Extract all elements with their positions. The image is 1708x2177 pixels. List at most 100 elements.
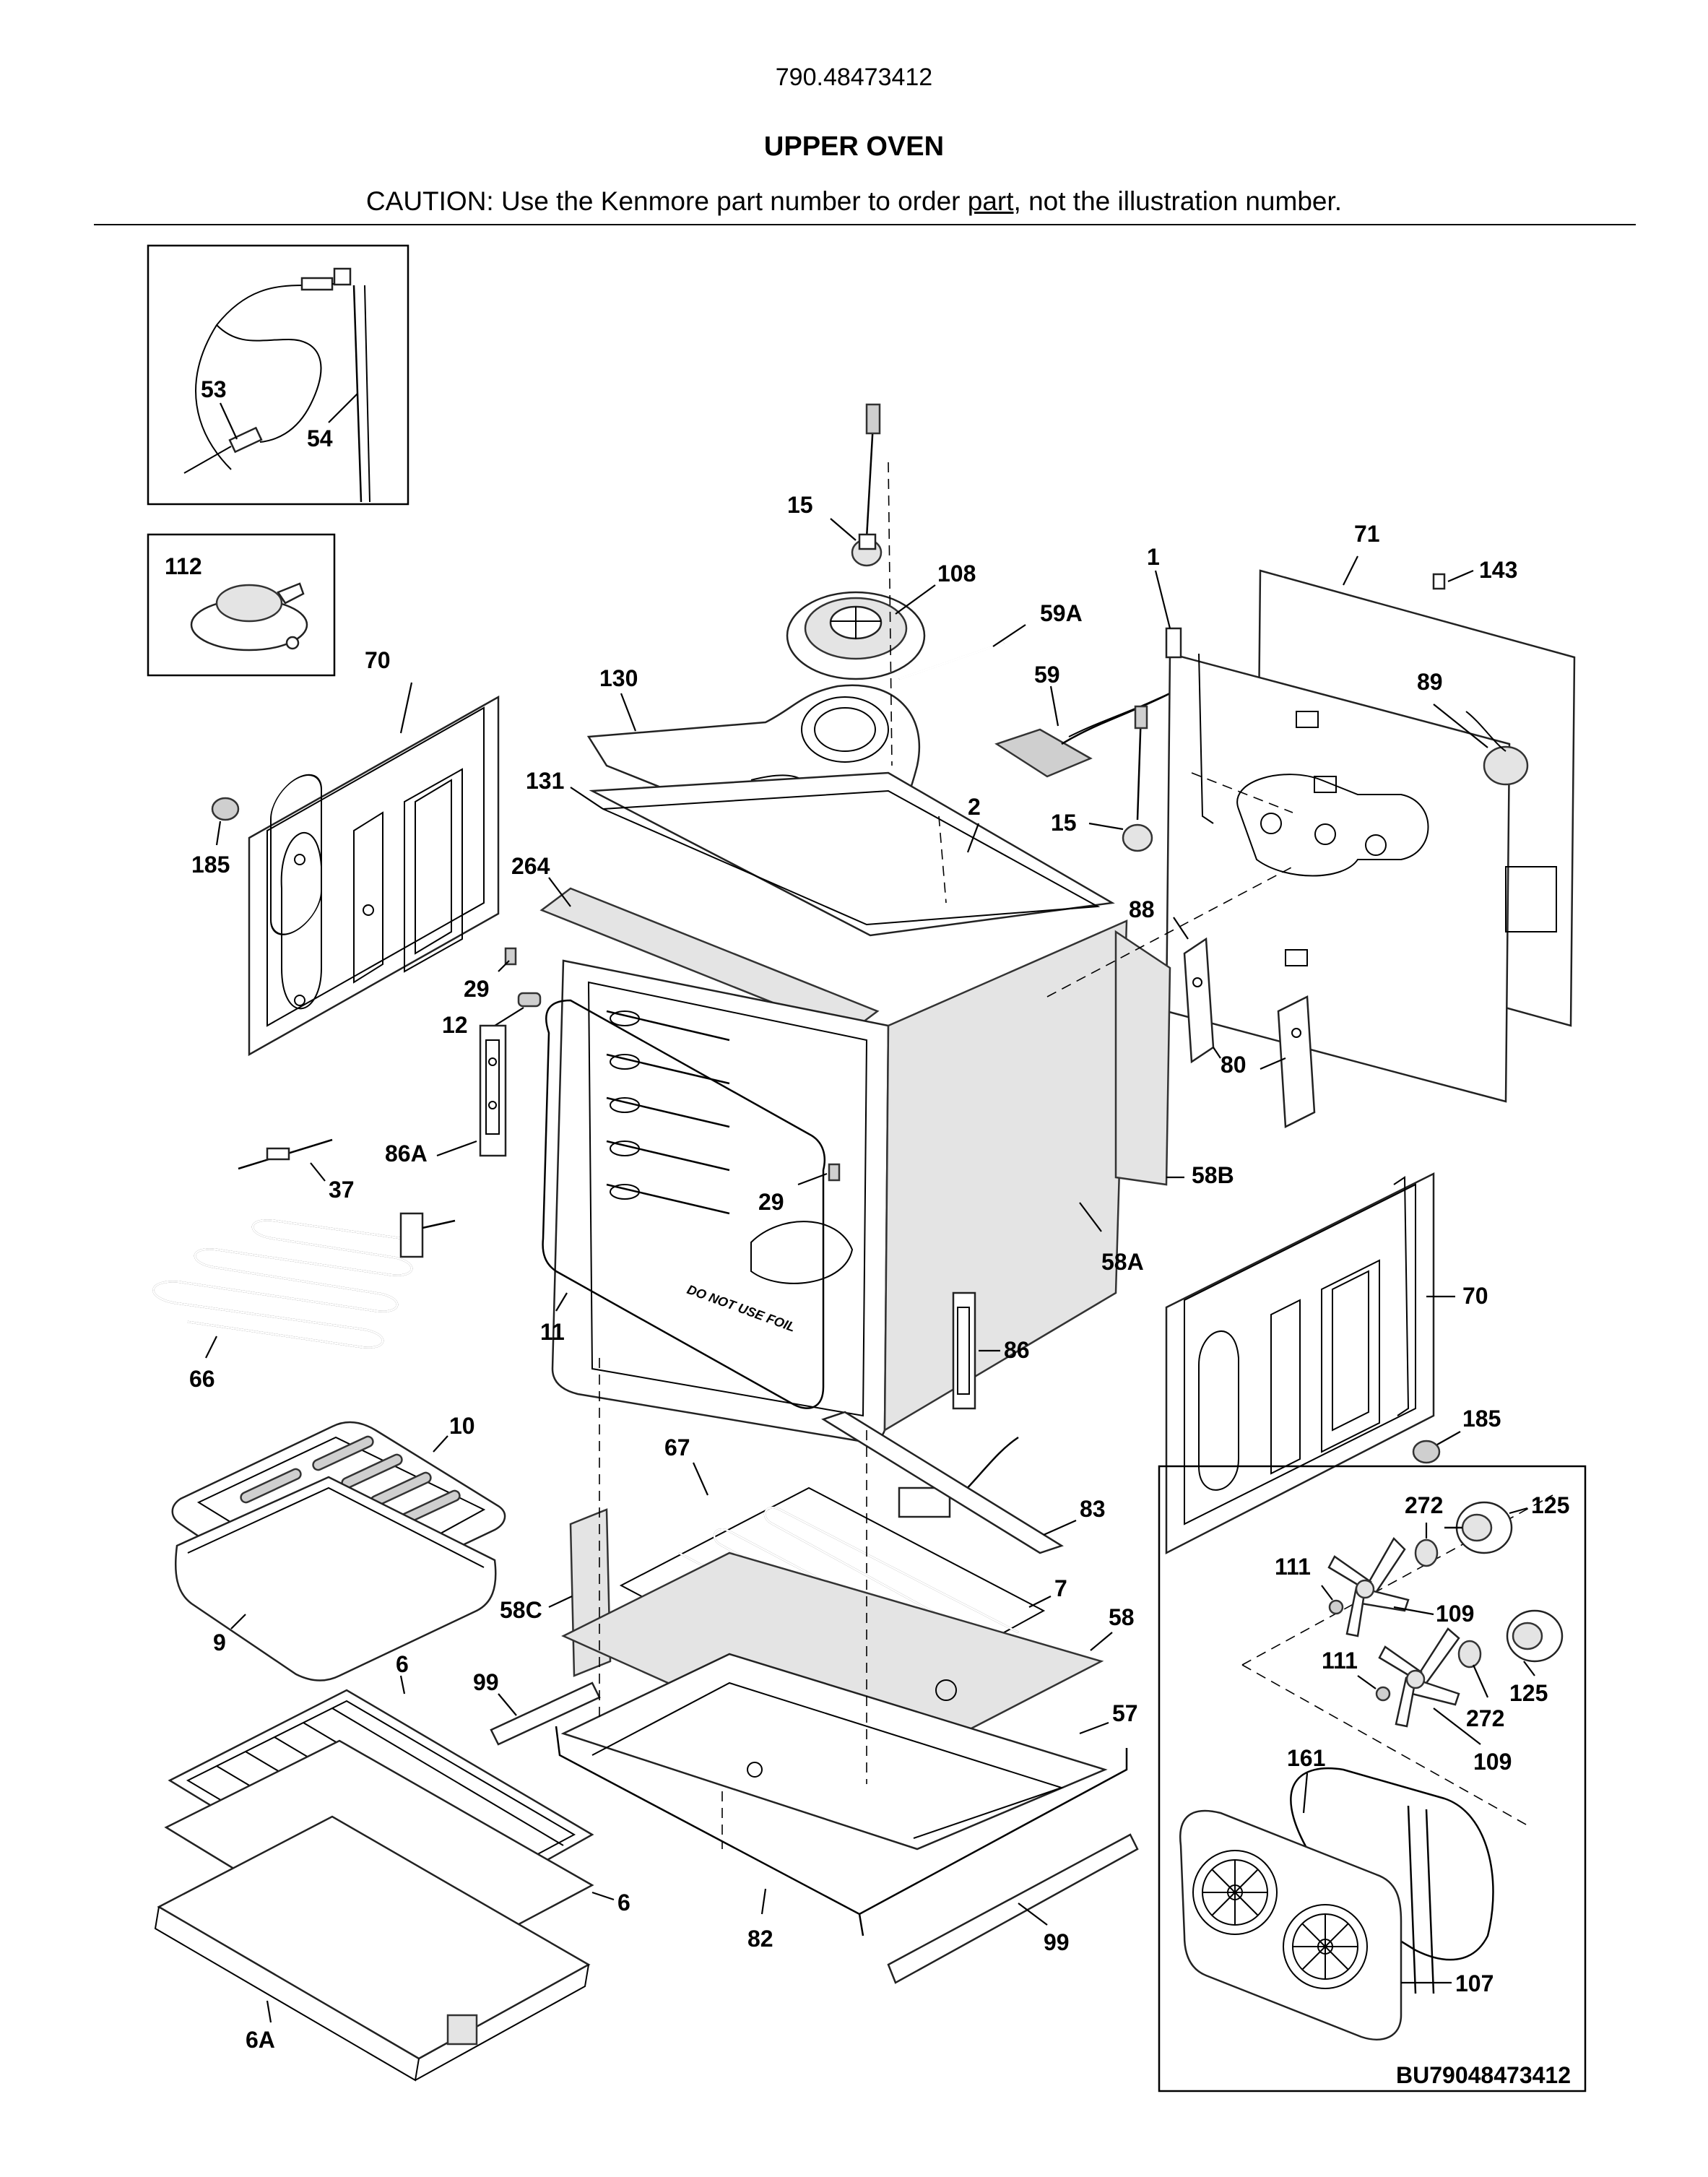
screw-29-upper	[504, 947, 517, 966]
callout-109-lower: 109	[1473, 1749, 1512, 1775]
hinge-86a	[479, 1024, 507, 1157]
back-panel-71	[1165, 569, 1576, 1103]
left-grommet	[211, 797, 240, 821]
callout-2: 2	[968, 794, 981, 820]
inset-probe-box	[147, 244, 409, 506]
bracket-1	[1165, 627, 1182, 659]
callout-15-top: 15	[787, 492, 813, 518]
screw-29-lower	[828, 1163, 841, 1182]
right-side-panel	[1165, 1172, 1435, 1555]
spacer-272-lower	[1457, 1640, 1482, 1669]
callout-88: 88	[1129, 896, 1155, 922]
caution-note: CAUTION: Use the Kenmore part number to …	[0, 186, 1708, 217]
callout-58a: 58A	[1101, 1249, 1144, 1275]
callout-29-lower: 29	[758, 1189, 784, 1215]
nut-111-upper	[1328, 1599, 1344, 1615]
alignment-lines	[599, 462, 1293, 1784]
callout-15-side: 15	[1051, 810, 1077, 836]
inset-convection-box	[1158, 1465, 1587, 2092]
callout-37: 37	[329, 1177, 355, 1203]
callout-272-lower: 272	[1466, 1705, 1504, 1731]
callout-86: 86	[1004, 1337, 1030, 1363]
callout-185-right: 185	[1462, 1406, 1501, 1432]
door-gasket-11	[542, 999, 826, 1409]
fan-blade-109-upper	[1327, 1536, 1410, 1637]
callout-29-upper: 29	[464, 976, 490, 1002]
callout-185-left: 185	[191, 852, 230, 878]
caution-part-link[interactable]: part	[967, 186, 1014, 216]
callout-111-upper: 111	[1275, 1554, 1311, 1580]
callout-111-lower: 111	[1322, 1648, 1358, 1674]
motor-89	[1465, 711, 1529, 786]
callout-53: 53	[201, 376, 227, 402]
nut-111-lower	[1375, 1686, 1391, 1702]
callout-82: 82	[747, 1926, 773, 1952]
slide-99-right	[887, 1833, 1139, 1984]
callout-125-lower: 125	[1509, 1680, 1548, 1706]
callout-125-upper: 125	[1531, 1492, 1569, 1518]
callout-66: 66	[189, 1366, 215, 1392]
blower-fan-108	[786, 591, 926, 680]
caution-suffix: , not the illustration number.	[1013, 186, 1343, 216]
callout-11: 11	[540, 1319, 565, 1345]
callout-131: 131	[526, 768, 564, 794]
rail-83	[821, 1411, 1064, 1554]
broil-element-66	[152, 1212, 456, 1349]
bottom-panel-57	[560, 1653, 1108, 1851]
callout-112: 112	[165, 553, 202, 579]
callout-10: 10	[449, 1413, 475, 1439]
broiler-pan-9	[174, 1476, 497, 1682]
oven-cavity-body: DO NOT USE FOIL	[551, 919, 1128, 1444]
model-number: 790.48473412	[775, 64, 933, 91]
bracket-80	[1277, 995, 1316, 1128]
callout-272-upper: 272	[1405, 1492, 1443, 1518]
diagram-code: BU79048473412	[1396, 2062, 1571, 2088]
callout-58: 58	[1109, 1604, 1135, 1630]
callout-70-right: 70	[1462, 1283, 1488, 1309]
callout-59a: 59A	[1040, 600, 1083, 626]
callout-1: 1	[1147, 544, 1160, 570]
clip-143	[1432, 573, 1446, 590]
motor-125-lower	[1506, 1609, 1564, 1663]
callout-109-upper: 109	[1436, 1601, 1474, 1627]
callout-161: 161	[1287, 1745, 1325, 1771]
top-light-assembly	[851, 403, 883, 567]
motor-125-upper	[1444, 1501, 1513, 1554]
callout-99-left: 99	[473, 1669, 499, 1695]
bracket-37	[238, 1138, 333, 1170]
callout-83: 83	[1080, 1496, 1106, 1522]
callout-6A: 6A	[246, 2027, 275, 2053]
header-divider	[94, 224, 1636, 225]
callout-58c: 58C	[500, 1597, 542, 1623]
callout-99-right: 99	[1044, 1929, 1070, 1955]
callout-108: 108	[937, 561, 976, 587]
callout-7: 7	[1054, 1575, 1067, 1601]
rod-59a	[898, 641, 1005, 680]
right-grommet	[1412, 1440, 1441, 1464]
callout-6-lower: 6	[617, 1890, 630, 1916]
callout-57: 57	[1112, 1700, 1138, 1726]
side-light-15	[1122, 705, 1153, 852]
insulation-58b	[1114, 930, 1171, 1186]
callout-130: 130	[599, 665, 638, 691]
sensor-12	[517, 992, 542, 1008]
callout-107: 107	[1455, 1970, 1494, 1996]
callout-54: 54	[307, 425, 333, 451]
front-trim-264	[539, 887, 880, 1034]
frame-82	[555, 1726, 1128, 1936]
caution-prefix: CAUTION: Use the Kenmore part number to …	[365, 186, 968, 216]
callout-59: 59	[1034, 662, 1060, 688]
left-side-panel	[248, 695, 500, 1057]
callout-89: 89	[1417, 669, 1443, 695]
callout-70-left: 70	[365, 647, 391, 673]
callout-6-upper: 6	[396, 1651, 409, 1677]
diagram-title: UPPER OVEN	[763, 131, 945, 162]
callout-143: 143	[1479, 557, 1517, 583]
spacer-272-upper	[1414, 1538, 1439, 1567]
callout-67: 67	[664, 1434, 690, 1460]
callout-264: 264	[511, 853, 550, 879]
inset-thermostat-box	[147, 533, 336, 677]
fan-blade-109-lower	[1378, 1627, 1460, 1728]
callout-71: 71	[1354, 521, 1380, 547]
fan-bracket-161	[1290, 1767, 1494, 1994]
